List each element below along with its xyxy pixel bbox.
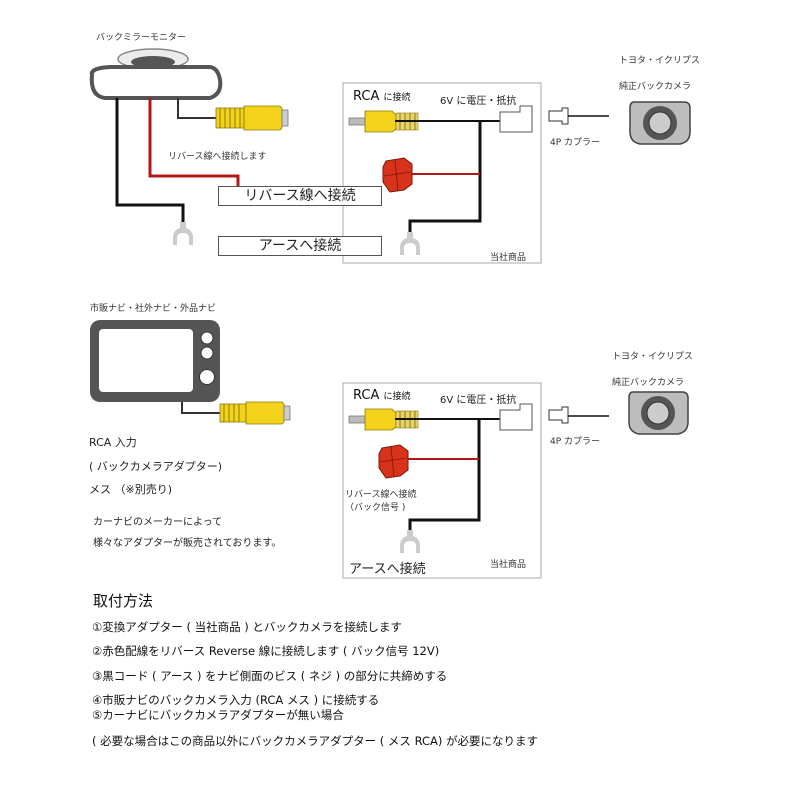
mirror-red-reverse-wire — [148, 98, 240, 187]
instruction-step-4: ④市販ナビのバックカメラ入力 (RCA メス ) に接続する — [92, 693, 380, 707]
product2-ground-label: アースへ接続 — [349, 562, 426, 577]
product-box-1 — [342, 82, 542, 264]
product2-voltage-label: 6V に電圧・抵抗 — [440, 395, 517, 406]
rca-input-line3: メス （※別売り) — [89, 483, 173, 496]
mirror-black-ground-wire — [115, 98, 185, 222]
instruction-step-5: ⑤カーナビにバックカメラアダプターが無い場合 — [92, 708, 344, 722]
ground-connection-box: アースへ接続 — [218, 236, 382, 256]
product2-6v-connector — [499, 403, 533, 431]
product2-black-wire — [408, 419, 481, 530]
navi-video-wire — [181, 402, 222, 414]
ground-lug-2 — [400, 232, 420, 255]
camera1-title-line2: 純正バックカメラ — [619, 82, 692, 92]
rca-suffix-text: に接続 — [383, 93, 411, 103]
maker-note-line1: カーナビのメーカーによって — [93, 517, 223, 528]
product2-reverse-label-line1: リバース線へ接続 — [345, 490, 417, 500]
coupler-4p-2 — [548, 406, 609, 424]
rca-text: RCA — [353, 388, 380, 403]
product1-rca-label: RCA に接続 — [353, 89, 411, 104]
instruction-note: ( 必要な場合はこの商品以外にバックカメラアダプター ( メス RCA) が必要… — [92, 734, 539, 748]
product2-red-plug — [378, 444, 409, 479]
instruction-step-2: ②赤色配線をリバース Reverse 線に接続します ( バック信号 12V) — [92, 644, 440, 658]
product1-red-plug — [382, 157, 413, 193]
maker-note-line2: 様々なアダプターが販売されております。 — [93, 538, 282, 549]
reverse-wire-note: リバース線へ接続します — [168, 152, 267, 162]
mirror-video-wire — [177, 98, 222, 119]
rca-input-line1: RCA 入力 — [89, 436, 137, 449]
mirror-monitor-label: バックミラーモニター — [96, 33, 187, 43]
product2-rca-label: RCA に接続 — [353, 388, 411, 403]
product1-black-wire — [408, 121, 482, 232]
camera2-title-line1: トヨタ・イクリプス — [612, 352, 693, 362]
ground-lug-1 — [173, 222, 193, 245]
rca-suffix-text: に接続 — [383, 392, 411, 402]
ground-lug-3 — [400, 530, 420, 553]
oem-back-camera-2 — [628, 391, 689, 435]
product-box-2 — [342, 382, 542, 579]
rear-view-mirror-monitor — [89, 48, 223, 100]
instructions-title: 取付方法 — [93, 592, 154, 610]
camera2-title-line2: 純正バックカメラ — [612, 378, 685, 388]
navi-label: 市販ナビ・社外ナビ・外品ナビ — [90, 304, 217, 314]
rca-text: RCA — [353, 89, 380, 104]
coupler2-label: 4P カプラー — [550, 437, 601, 447]
product1-voltage-label: 6V に電圧・抵抗 — [440, 96, 517, 107]
product1-6v-connector — [499, 105, 533, 133]
car-navigation-unit — [90, 320, 220, 402]
rca-input-line2: ( バックカメラアダプター) — [89, 460, 223, 473]
product2-reverse-label-line2: （バック信号 ) — [345, 503, 406, 513]
coupler-4p-1 — [548, 107, 609, 125]
oem-back-camera-1 — [629, 101, 691, 145]
reverse-connection-box: リバース線へ接続 — [218, 186, 382, 206]
instruction-step-1: ①変換アダプター ( 当社商品 ) とバックカメラを接続します — [92, 620, 402, 634]
product1-brand-label: 当社商品 — [490, 253, 527, 263]
camera1-title-line1: トヨタ・イクリプス — [619, 56, 700, 66]
instruction-step-3: ③黒コード ( アース ) をナビ側面のビス ( ネジ ) の部分に共締めする — [92, 669, 448, 683]
navi-rca-connector — [219, 401, 291, 425]
coupler1-label: 4P カプラー — [550, 138, 601, 148]
product2-brand-label: 当社商品 — [490, 560, 527, 570]
mirror-rca-connector — [215, 105, 289, 131]
